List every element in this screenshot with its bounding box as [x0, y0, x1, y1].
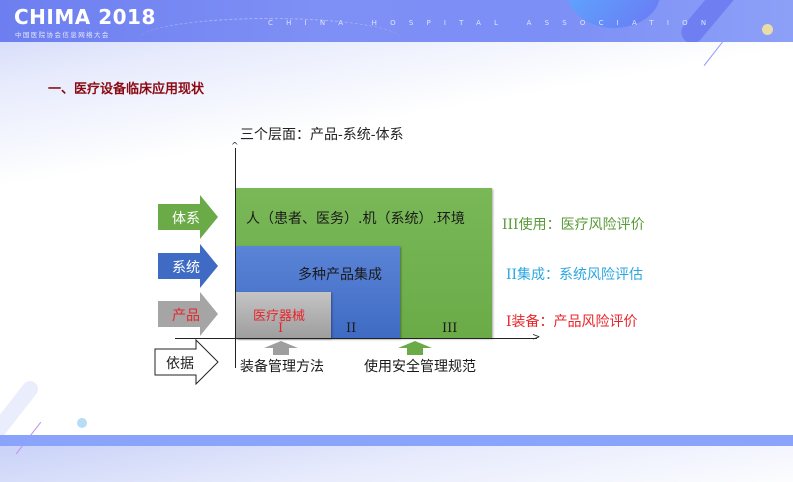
level-box-product: [236, 292, 331, 338]
header-banner: CHIMA 2018 中国医院协会信息网络大会 CHINA HOSPITAL A…: [0, 0, 793, 42]
x-axis-arrow-icon: >: [532, 332, 541, 343]
section-title: 一、医疗设备临床应用现状: [48, 82, 205, 97]
x-axis: [175, 338, 537, 339]
wave-decoration: [140, 18, 400, 42]
arrow-label: 依据: [166, 356, 194, 372]
arrow-system: 系统: [158, 244, 220, 288]
roman-numeral-2: II: [346, 321, 357, 336]
dot-decoration: [77, 418, 87, 428]
arrow-basis: 依据: [154, 339, 219, 385]
up-arrow-icon-gray: [264, 341, 298, 355]
right-arrow-icon: [158, 292, 218, 336]
logo-subtitle: 中国医院协会信息网络大会: [15, 31, 110, 39]
roman-numeral-3: III: [442, 321, 458, 336]
arrow-label: 系统: [172, 260, 200, 276]
legend-level-1: I装备：产品风险评价: [506, 314, 638, 330]
box-text-system-of-systems: 人（患者、医务）.机（系统）.环境: [246, 211, 465, 227]
footer-bar: [0, 435, 793, 446]
arrow-product: 产品: [158, 292, 220, 336]
basis-equipment-management: 装备管理方法: [240, 359, 324, 375]
association-text: CHINA HOSPITAL ASSOCIATION: [268, 19, 720, 27]
box-text-product: 医疗器械: [253, 309, 306, 324]
roman-numeral-1: I: [278, 321, 284, 336]
legend-level-3: III使用：医疗风险评价: [502, 217, 645, 233]
chima-logo: CHIMA 2018: [14, 5, 156, 29]
basis-safety-standard: 使用安全管理规范: [364, 359, 476, 375]
y-axis: [235, 148, 236, 368]
dot-decoration: [762, 24, 773, 35]
right-arrow-icon: [158, 195, 218, 239]
right-arrow-icon: [158, 244, 218, 288]
outline-right-arrow-icon: [154, 339, 219, 385]
box-text-system: 多种产品集成: [298, 267, 382, 283]
arrow-label: 产品: [172, 308, 200, 324]
arrow-label: 体系: [172, 211, 200, 227]
y-axis-arrow-icon: ^: [231, 142, 239, 152]
up-arrow-icon-green: [398, 341, 432, 355]
line-decoration: [703, 41, 723, 66]
diagram-title: 三个层面：产品-系统-体系: [240, 127, 404, 143]
legend-level-2: II集成：系统风险评估: [506, 267, 644, 283]
arrow-system-of-systems: 体系: [158, 195, 220, 239]
